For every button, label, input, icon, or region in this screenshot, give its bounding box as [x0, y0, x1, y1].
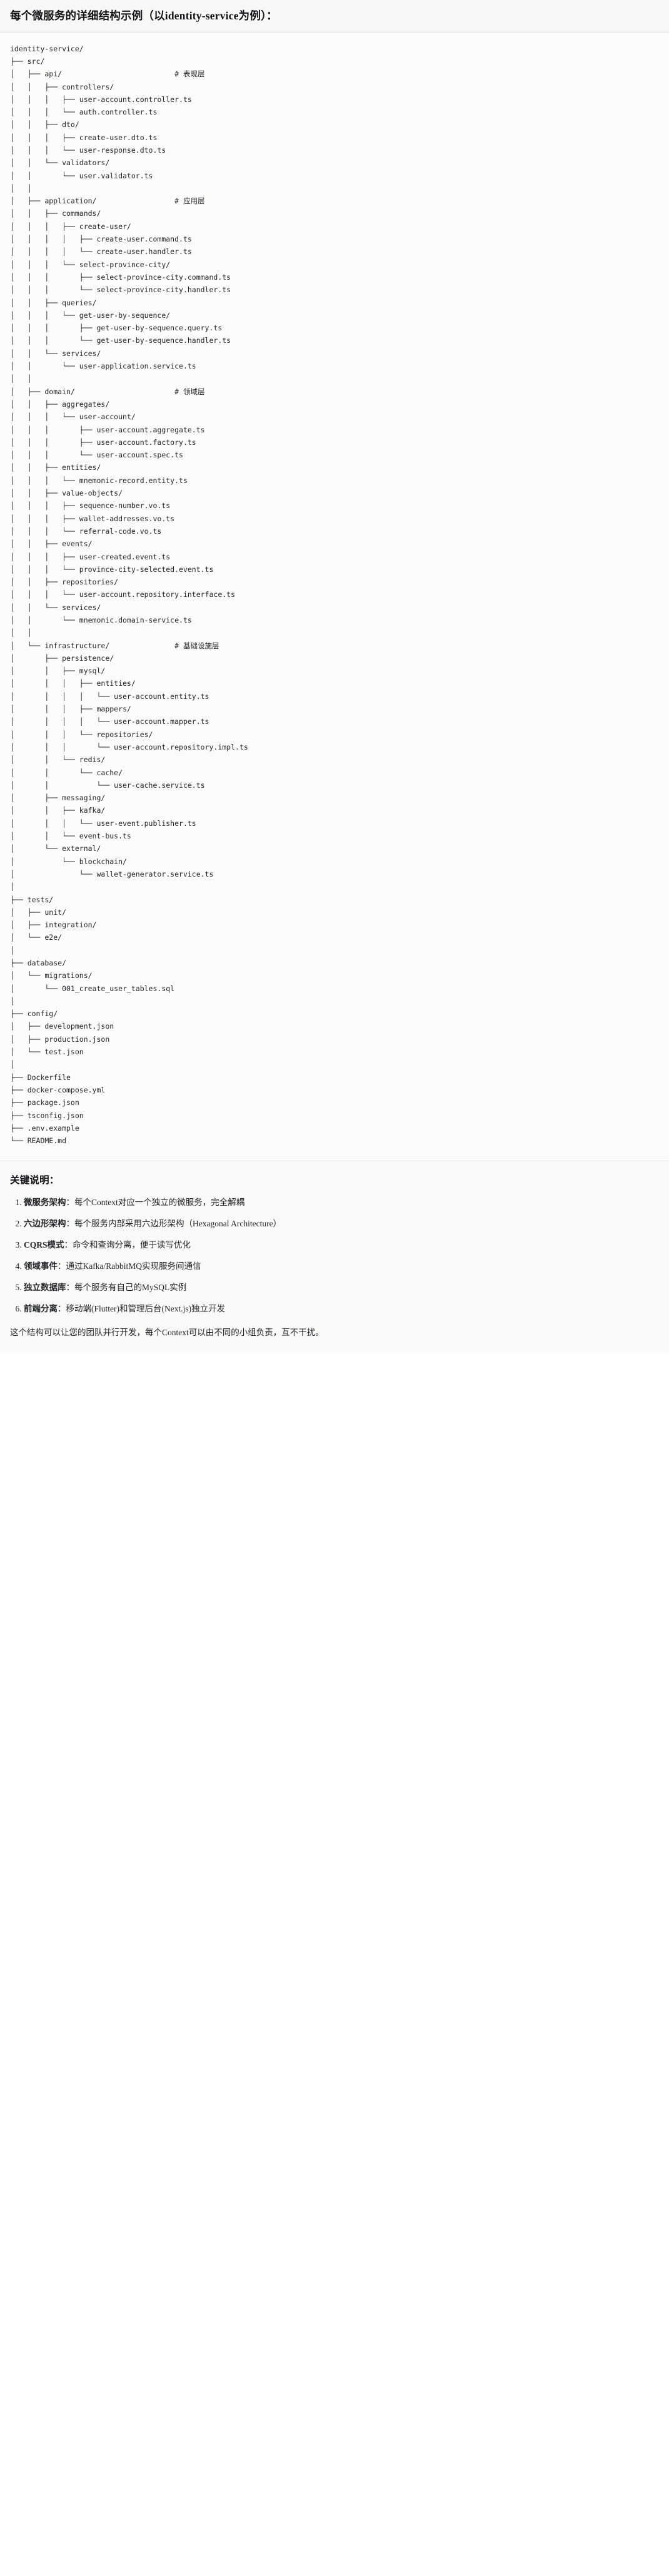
note-lead: 领域事件: [24, 1261, 58, 1271]
note-lead: CQRS模式: [24, 1240, 64, 1250]
note-rest: ：移动端(Flutter)和管理后台(Next.js)独立开发: [58, 1304, 226, 1314]
list-item: 领域事件：通过Kafka/RabbitMQ实现服务间通信: [24, 1260, 659, 1273]
note-lead: 微服务架构: [24, 1198, 66, 1208]
list-item: 独立数据库：每个服务有自己的MySQL实例: [24, 1281, 659, 1295]
key-notes-list: 微服务架构：每个Context对应一个独立的微服务，完全解耦 六边形架构：每个服…: [10, 1196, 659, 1316]
key-notes-heading: 关键说明：: [10, 1175, 59, 1186]
directory-tree: identity-service/ ├── src/ │ ├── api/ # …: [10, 44, 248, 1146]
note-lead: 独立数据库: [24, 1283, 66, 1293]
closing-paragraph: 这个结构可以让您的团队并行开发，每个Context可以由不同的小组负责，互不干扰…: [10, 1327, 324, 1337]
list-item: 前端分离：移动端(Flutter)和管理后台(Next.js)独立开发: [24, 1303, 659, 1316]
note-rest: ：每个Context对应一个独立的微服务，完全解耦: [66, 1198, 245, 1208]
note-rest: ：通过Kafka/RabbitMQ实现服务间通信: [58, 1261, 201, 1271]
key-notes-section: 关键说明： 微服务架构：每个Context对应一个独立的微服务，完全解耦 六边形…: [0, 1161, 669, 1352]
list-item: CQRS模式：命令和查询分离，便于读写优化: [24, 1239, 659, 1252]
list-item: 微服务架构：每个Context对应一个独立的微服务，完全解耦: [24, 1196, 659, 1209]
directory-tree-block: identity-service/ ├── src/ │ ├── api/ # …: [0, 32, 669, 1162]
note-rest: ：每个服务有自己的MySQL实例: [66, 1283, 187, 1293]
title-banner: 每个微服务的详细结构示例（以identity-service为例）：: [0, 0, 669, 33]
note-rest: ：命令和查询分离，便于读写优化: [64, 1240, 191, 1250]
list-item: 六边形架构：每个服务内部采用六边形架构（Hexagonal Architectu…: [24, 1218, 659, 1231]
note-rest: ：每个服务内部采用六边形架构（Hexagonal Architecture）: [66, 1219, 282, 1229]
note-lead: 六边形架构: [24, 1219, 66, 1229]
page-title: 每个微服务的详细结构示例（以identity-service为例）：: [10, 9, 278, 22]
note-lead: 前端分离: [24, 1304, 58, 1314]
